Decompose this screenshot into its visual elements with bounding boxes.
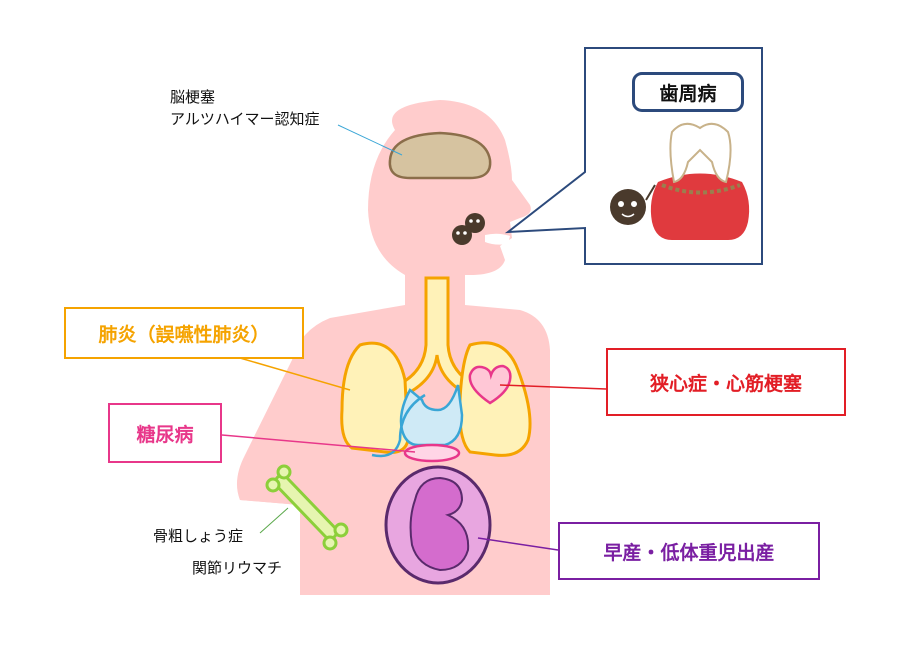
bacteria-mouth-icon (452, 213, 485, 245)
uterus-fetus (384, 465, 492, 585)
periodontal-title: 歯周病 (632, 72, 744, 112)
pancreas (403, 443, 461, 463)
bone-label-line1: 骨粗しょう症 (153, 527, 244, 545)
brain-pointer-line (337, 124, 403, 156)
pneumonia-pointer-line (239, 357, 351, 391)
bone-icon (265, 464, 349, 551)
angina-box: 狭心症・心筋梗塞 (606, 348, 846, 416)
bone-pointer-line (259, 507, 289, 534)
pneumonia-box: 肺炎（誤嚥性肺炎） (64, 307, 304, 359)
brain-label-line1: 脳梗塞 (170, 88, 216, 106)
diabetes-box: 糖尿病 (108, 403, 222, 463)
trachea (395, 276, 478, 397)
preterm-box: 早産・低体重児出産 (558, 522, 820, 580)
bone-label-line2: 関節リウマチ (192, 559, 283, 577)
angina-pointer-line (499, 384, 607, 390)
brain (388, 131, 492, 180)
bacteria-callout-icon (610, 184, 656, 225)
brain-label: 脳梗塞 アルツハイマー認知症 (170, 86, 320, 130)
mouth (485, 233, 510, 245)
heart-icon (468, 364, 512, 405)
tooth-gum-icon (650, 122, 750, 240)
preterm-pointer-line (477, 537, 559, 551)
esophagus (371, 393, 426, 458)
brain-label-line2: アルツハイマー認知症 (170, 110, 320, 128)
diabetes-pointer-line (221, 434, 416, 453)
